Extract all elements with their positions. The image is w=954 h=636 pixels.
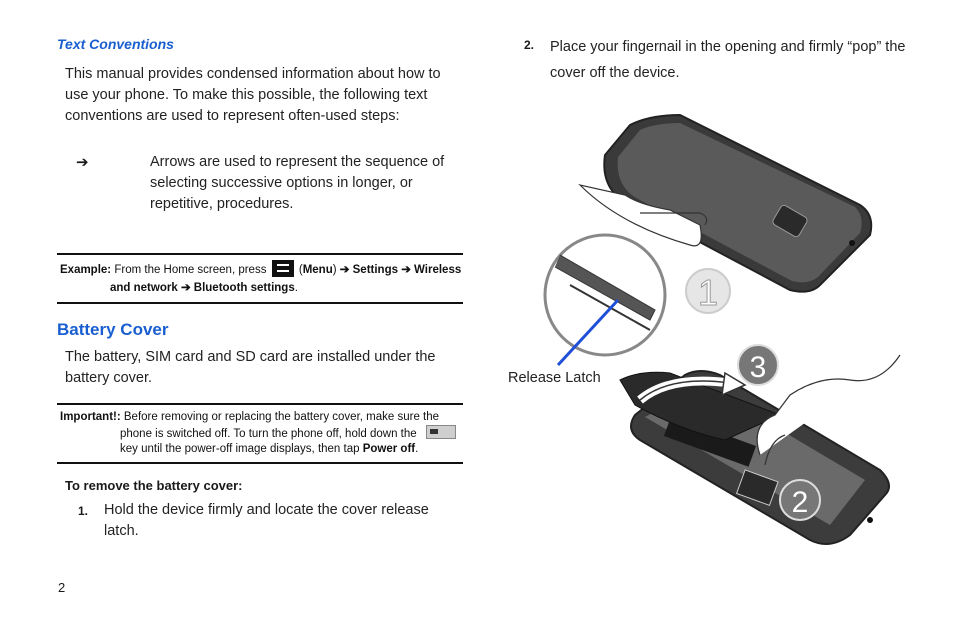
- arrow-1: ➔: [339, 264, 350, 276]
- important-line2: phone is switched off. To turn the phone…: [120, 428, 417, 440]
- important-label: Important!:: [60, 411, 121, 423]
- example-bottom-rule: [57, 302, 463, 304]
- network-label: and network: [110, 282, 178, 294]
- arrow-symbol: ➔: [76, 154, 89, 171]
- paren-close: ): [332, 264, 337, 276]
- arrow-2: ➔: [401, 264, 411, 276]
- step1-text: Hold the device firmly and locate the co…: [104, 502, 429, 539]
- settings-label: Settings: [352, 264, 398, 276]
- menu-key-icon: [271, 260, 294, 277]
- callout-3: [737, 344, 779, 386]
- wireless-label: Wireless: [414, 264, 462, 276]
- battery-paragraph: The battery, SIM card and SD card are in…: [65, 349, 436, 386]
- arrow-description: Arrows are used to represent the sequenc…: [150, 154, 445, 212]
- important-period: .: [415, 443, 419, 455]
- important-line1: Before removing or replacing the battery…: [123, 411, 440, 423]
- important-note: Important!: Before removing or replacing…: [60, 410, 462, 457]
- intro-paragraph: This manual provides condensed informati…: [65, 66, 441, 124]
- step2-number: 2.: [524, 38, 535, 52]
- callout-3-label: 3: [750, 351, 767, 384]
- release-latch-label: Release Latch: [508, 370, 601, 386]
- step2-text: Place your fingernail in the opening and…: [550, 34, 910, 86]
- bluetooth-label: Bluetooth settings: [193, 282, 295, 294]
- power-key-icon: [425, 425, 456, 439]
- remove-heading: To remove the battery cover:: [65, 478, 243, 493]
- release-latch-pointer: [556, 298, 620, 367]
- callout-1-label: 1: [698, 272, 718, 313]
- callout-2-label: 2: [792, 486, 809, 519]
- callout-1: [685, 268, 731, 314]
- step1-number: 1.: [78, 504, 89, 518]
- menu-label: Menu: [302, 264, 333, 276]
- battery-cover-heading: Battery Cover: [57, 320, 169, 339]
- example-note: Example: From the Home screen, press (Me…: [60, 260, 462, 297]
- important-top-rule: [57, 403, 463, 405]
- paren-open: (: [298, 264, 303, 276]
- important-bottom-rule: [57, 462, 463, 464]
- example-period: .: [294, 282, 298, 294]
- arrow-3: ➔: [180, 282, 191, 294]
- phone-top: [603, 113, 873, 293]
- text-conventions-heading: Text Conventions: [57, 36, 174, 52]
- battery-cover-illustration: 1 3 2: [543, 113, 901, 545]
- example-label: Example:: [60, 264, 112, 276]
- page-number: 2: [58, 580, 66, 595]
- step2-line1: Place your fingernail in the opening and…: [550, 39, 906, 55]
- example-text: From the Home screen, press: [114, 264, 267, 276]
- callout-2: [779, 479, 821, 521]
- important-line3: key until the power-off image displays, …: [120, 443, 360, 455]
- power-off-label: Power off: [362, 443, 416, 455]
- step2-line2: cover off the device.: [550, 65, 680, 81]
- example-top-rule: [57, 253, 463, 255]
